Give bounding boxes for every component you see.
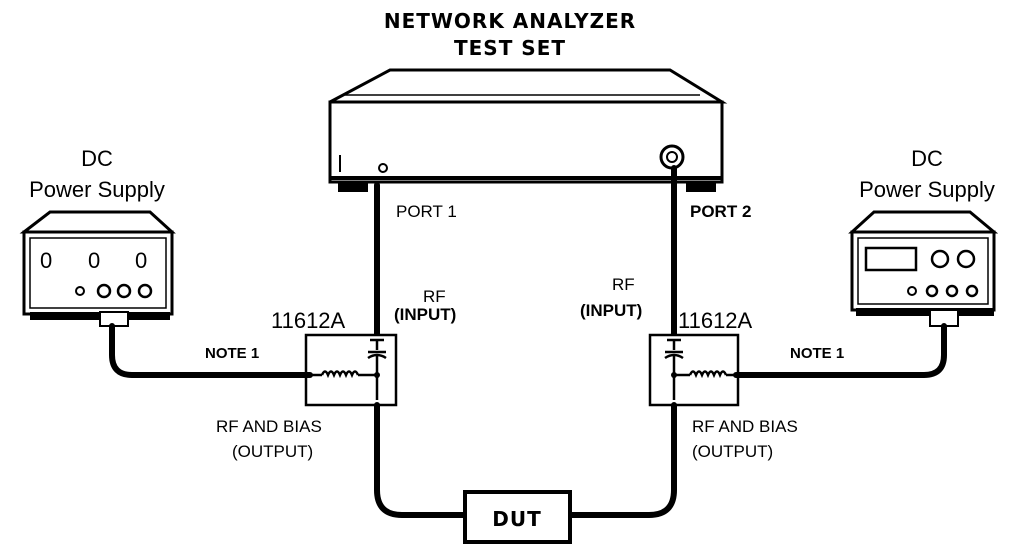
left-supply-label-line2: Power Supply xyxy=(29,177,165,202)
left-supply-display-2: 0 xyxy=(88,248,100,273)
right-supply-terminal-2 xyxy=(945,284,959,298)
left-bias-tee xyxy=(304,333,398,407)
left-dc-power-supply xyxy=(19,210,176,327)
right-supply-label-line2: Power Supply xyxy=(859,177,995,202)
port1-connector xyxy=(378,163,388,173)
left-rf-bias-output-line1: RF AND BIAS xyxy=(216,417,322,436)
dut-box xyxy=(463,490,572,544)
right-bias-cable xyxy=(733,323,947,378)
left-output-cable xyxy=(374,402,468,518)
right-note-label: NOTE 1 xyxy=(790,345,844,362)
right-bias-tee-model: 11612A xyxy=(678,308,753,333)
left-supply-terminal-2 xyxy=(116,283,132,299)
left-supply-terminal-3 xyxy=(137,283,153,299)
right-rf-input-label-line1: RF xyxy=(612,275,635,294)
right-supply-terminal-3 xyxy=(965,284,979,298)
right-supply-terminal-1 xyxy=(925,284,939,298)
diagram-title-line2: TEST SET xyxy=(454,36,566,60)
left-supply-knob-1 xyxy=(75,286,85,296)
left-bias-tee-model: 11612A xyxy=(271,308,346,333)
left-supply-display-3: 0 xyxy=(135,248,147,273)
diagram-title-line1: NETWORK ANALYZER xyxy=(384,9,636,33)
right-supply-knob-3 xyxy=(907,286,917,296)
left-note-label: NOTE 1 xyxy=(205,345,259,362)
right-output-cable xyxy=(567,402,677,518)
left-supply-terminal-1 xyxy=(96,283,112,299)
left-bias-cable xyxy=(109,323,313,378)
left-supply-label-line1: DC xyxy=(81,146,113,171)
left-rf-bias-output-line2: (OUTPUT) xyxy=(232,442,313,461)
port1-label: PORT 1 xyxy=(396,202,457,221)
right-rf-input-label-line2: (INPUT) xyxy=(580,301,642,320)
left-rf-input-label-line1: RF xyxy=(423,287,446,306)
right-bias-tee xyxy=(648,333,740,407)
right-rf-bias-output-line1: RF AND BIAS xyxy=(692,417,798,436)
right-supply-label-line1: DC xyxy=(911,146,943,171)
test-set-unit xyxy=(328,68,728,192)
right-dc-power-supply xyxy=(848,210,999,327)
left-supply-display-1: 0 xyxy=(40,248,52,273)
left-rf-input-label-line2: (INPUT) xyxy=(394,305,456,324)
right-supply-display xyxy=(864,246,918,272)
right-supply-knob-2 xyxy=(956,249,976,269)
right-supply-knob-1 xyxy=(930,249,950,269)
right-rf-bias-output-line2: (OUTPUT) xyxy=(692,442,773,461)
port2-label: PORT 2 xyxy=(690,202,751,221)
dut-label: DUT xyxy=(492,507,541,531)
